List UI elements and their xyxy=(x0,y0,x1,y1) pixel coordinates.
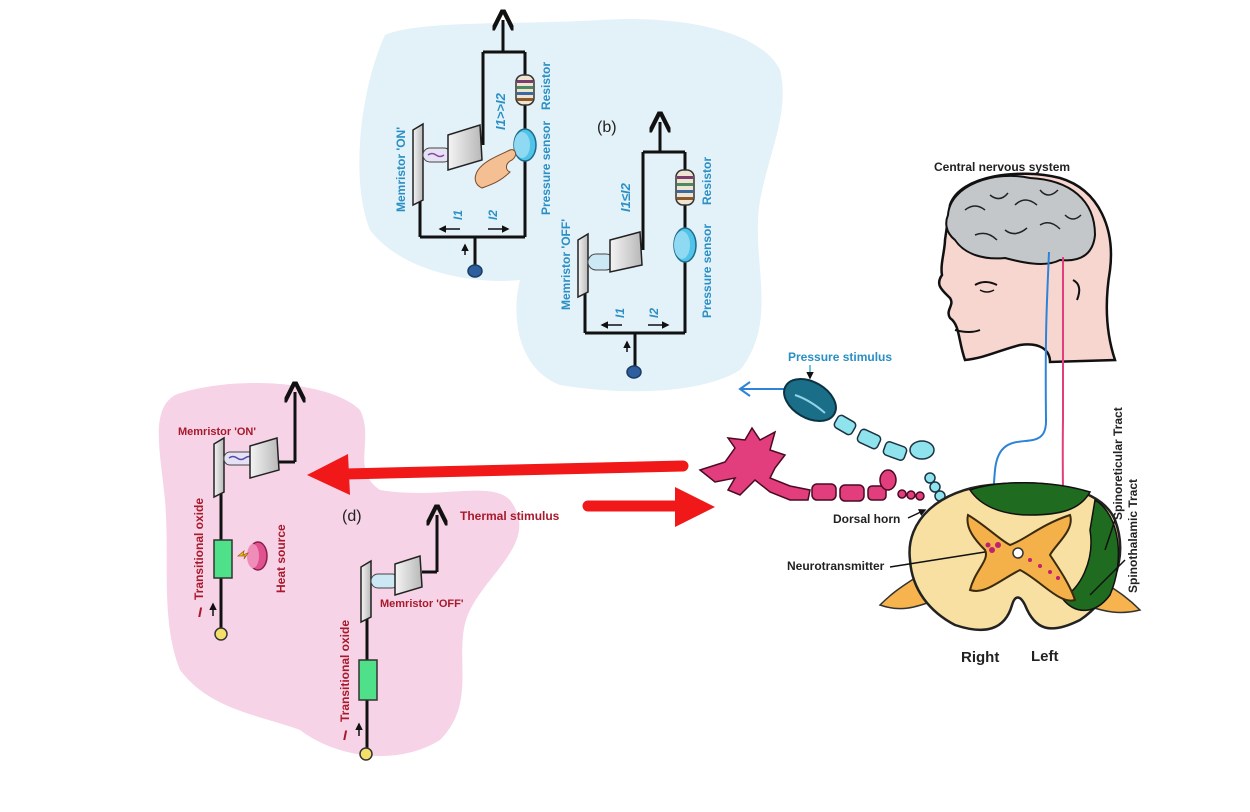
i1-label: I1 xyxy=(613,308,627,318)
memristor-on-device xyxy=(412,122,483,207)
arrow-to-thermal-on xyxy=(307,454,689,495)
pressure-circuit-off: Memristor 'OFF' I1≤I2 Resistor Pressure … xyxy=(559,122,714,379)
panel-d-label: (d) xyxy=(342,508,362,525)
hand-pressing-icon xyxy=(474,149,517,189)
arrow-to-neuron xyxy=(582,487,715,527)
neurotransmitter-label: Neurotransmitter xyxy=(787,559,885,573)
thermal-receptor-neuron xyxy=(698,426,925,502)
dorsal-horn-label: Dorsal horn xyxy=(833,512,900,526)
memristor-off-label: Memristor 'OFF' xyxy=(559,219,573,310)
voltage-source-icon xyxy=(214,627,228,641)
memristor-on-label: Memristor 'ON' xyxy=(178,426,256,438)
panel-b-background xyxy=(359,19,783,392)
resistor-label: Resistor xyxy=(539,62,553,110)
current-arrows xyxy=(600,321,670,352)
thermal-circuit-on: Memristor 'ON' Transitional oxide Heat s… xyxy=(178,392,295,641)
voltage-source-icon xyxy=(359,747,373,761)
current-label: I xyxy=(343,727,348,743)
panel-b-label: (b) xyxy=(597,119,617,136)
i2-label: I2 xyxy=(486,210,500,220)
voltage-source-icon xyxy=(467,264,483,278)
brain-icon xyxy=(945,174,1097,265)
transitional-oxide-block xyxy=(213,539,233,579)
thermal-circuit-off: Memristor 'OFF' Transitional oxide I The… xyxy=(338,509,560,761)
memristor-on-label: Memristor 'ON' xyxy=(394,127,408,212)
i2-label: I2 xyxy=(647,308,661,318)
spinal-cord-cross-section: Dorsal horn Neurotransmitter Spinoreticu… xyxy=(787,407,1142,666)
heat-source-label: Heat source xyxy=(274,524,288,593)
panel-d-background xyxy=(158,383,520,757)
current-relation-label: I1>>I2 xyxy=(493,92,508,130)
current-arrows xyxy=(438,225,510,255)
i1-label: I1 xyxy=(451,210,465,220)
pressure-sensor-label: Pressure sensor xyxy=(700,224,714,318)
resistor-icon xyxy=(675,169,695,206)
pressure-sensor-icon xyxy=(673,227,697,263)
pressure-sensor-icon xyxy=(513,128,537,162)
thermal-stimulus-label: Thermal stimulus xyxy=(460,509,560,523)
pressure-circuit-on: Memristor 'ON' I1>>I2 Resistor Pressure … xyxy=(394,20,553,278)
cns-label: Central nervous system xyxy=(934,160,1070,174)
memristor-off-device xyxy=(360,554,423,624)
transitional-oxide-label: Transitional oxide xyxy=(192,498,206,600)
transitional-oxide-label: Transitional oxide xyxy=(338,620,352,722)
pressure-stimulus-label: Pressure stimulus xyxy=(788,350,892,364)
right-label: Right xyxy=(961,649,999,666)
pressure-receptor-neuron: Pressure stimulus xyxy=(738,350,951,511)
memristor-off-label: Memristor 'OFF' xyxy=(380,598,464,610)
pressure-sensor-label: Pressure sensor xyxy=(539,121,553,215)
resistor-label: Resistor xyxy=(700,157,714,205)
head-illustration: Central nervous system xyxy=(934,160,1117,611)
voltage-source-icon xyxy=(626,365,642,379)
memristor-on-device xyxy=(213,436,280,499)
current-relation-label: I1≤I2 xyxy=(618,182,633,212)
current-label: I xyxy=(198,604,203,620)
heat-source-icon xyxy=(236,541,268,571)
left-label: Left xyxy=(1031,648,1059,665)
resistor-icon xyxy=(515,74,535,106)
spinothalamic-tract-label: Spinothalamic Tract xyxy=(1126,479,1140,593)
transitional-oxide-block xyxy=(358,659,378,701)
memristor-off-device xyxy=(577,231,643,299)
spinoreticular-tract-label: Spinoreticular Tract xyxy=(1111,407,1125,520)
